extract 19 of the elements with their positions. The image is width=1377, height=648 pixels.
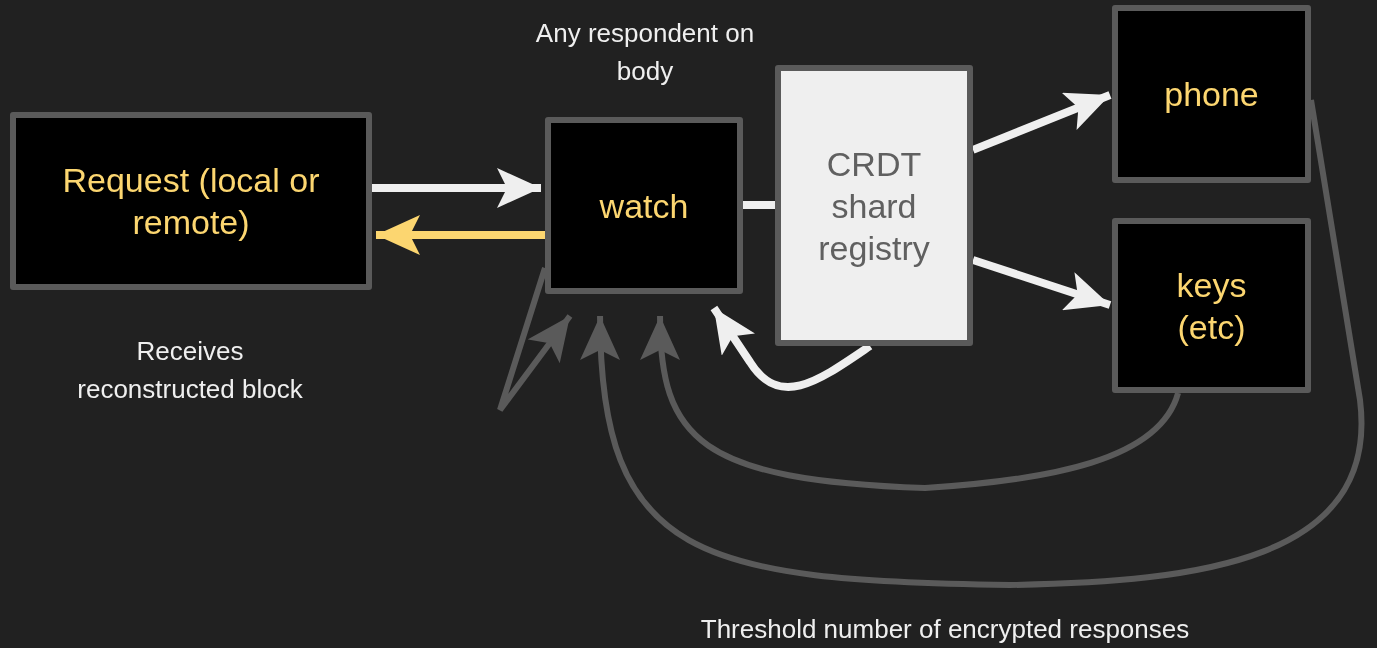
arrow (710, 305, 873, 391)
node-label: keys (etc) (1175, 264, 1248, 348)
process-box (545, 117, 743, 294)
caption-text: Any respondent on body (534, 17, 756, 88)
process-box (775, 65, 973, 346)
process-box (10, 112, 372, 290)
arrow (971, 91, 1112, 154)
arrow (581, 99, 1364, 588)
arrow (497, 267, 573, 413)
node-label: watch (599, 185, 689, 227)
process-box (1112, 5, 1311, 183)
node-label: phone (1164, 74, 1259, 115)
caption-text: Receives reconstructed block (76, 335, 304, 406)
process-box (1112, 218, 1311, 393)
arrow (971, 256, 1112, 311)
arrow (641, 315, 1181, 491)
node-label: Request (local or remote) (61, 160, 321, 243)
node-label: CRDT shard registry (817, 143, 931, 269)
note-text: Threshold number of encrypted responses (699, 613, 1191, 646)
